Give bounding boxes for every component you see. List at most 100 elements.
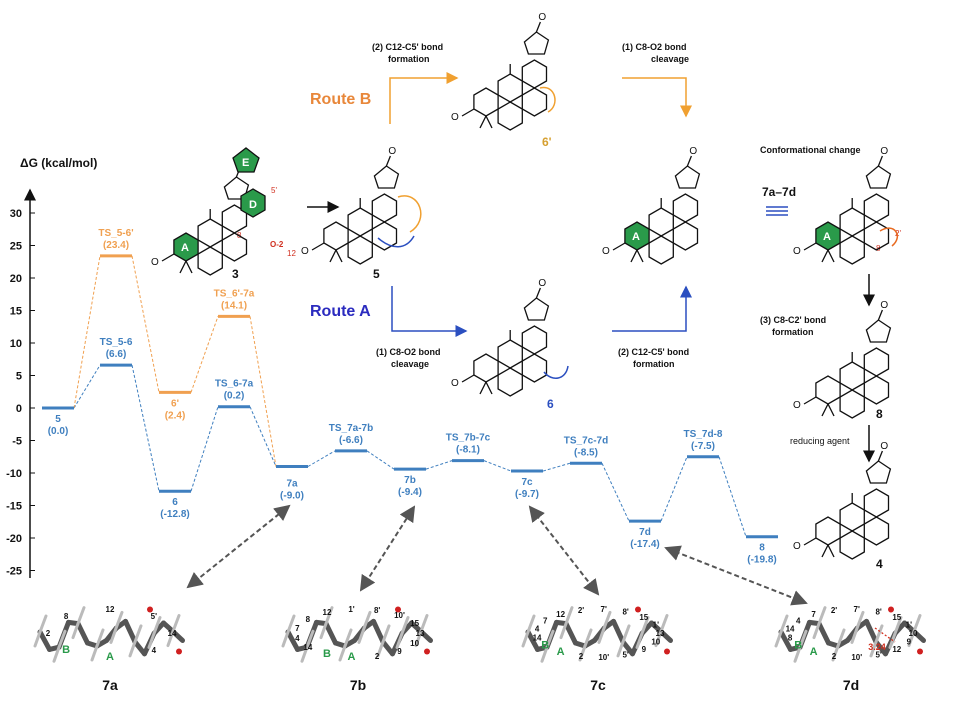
svg-text:12: 12: [106, 605, 115, 614]
level-value: (14.1): [221, 300, 247, 311]
svg-text:15: 15: [410, 619, 419, 628]
svg-text:D: D: [249, 199, 257, 211]
svg-text:O: O: [793, 400, 801, 411]
svg-text:8: 8: [306, 615, 311, 624]
svg-text:2: 2: [46, 629, 51, 638]
level-value: (-6.6): [339, 435, 363, 446]
step-b2: (1) C8-O2 bond: [622, 42, 687, 52]
svg-text:14: 14: [786, 625, 795, 634]
level-name: TS_7b-7c: [446, 433, 491, 444]
route-a-arrow-1: [391, 286, 468, 337]
dash-arrow-7a: [186, 504, 291, 589]
dash-arrow-7b: [359, 505, 416, 592]
svg-text:O: O: [793, 541, 801, 552]
level-name: TS_7c-7d: [564, 435, 608, 446]
level-name: TS_5-6': [98, 228, 133, 239]
connector: [73, 364, 101, 409]
svg-text:15: 15: [892, 613, 901, 622]
svg-text:2': 2': [831, 606, 837, 615]
step-3b: formation: [772, 327, 814, 337]
connector: [483, 460, 512, 472]
svg-text:O: O: [451, 378, 459, 389]
route-b-label: Route B: [310, 91, 371, 108]
level-name: TS_6'-7a: [214, 288, 255, 299]
structure-name: 7b: [350, 677, 366, 693]
y-tick-label: 25: [10, 241, 22, 253]
structure-name: 7c: [590, 677, 606, 693]
compound-3-label: 3: [232, 267, 239, 281]
compound-5: OO: [301, 146, 400, 265]
level-value: (-9.4): [398, 487, 422, 498]
svg-text:4: 4: [295, 634, 300, 643]
svg-text:O: O: [538, 278, 546, 289]
level-value: (-7.5): [691, 441, 715, 452]
level-value: (0.0): [48, 426, 69, 437]
svg-text:1': 1': [906, 620, 912, 629]
svg-text:B: B: [541, 640, 549, 652]
svg-text:2: 2: [579, 652, 584, 661]
svg-text:O: O: [689, 146, 697, 157]
energy-connectors: [73, 255, 747, 537]
y-tick-label: 5: [16, 371, 22, 383]
svg-text:A: A: [632, 231, 640, 243]
compound-4: OO: [793, 441, 892, 560]
svg-text:A: A: [181, 242, 189, 254]
svg-text:13: 13: [656, 629, 665, 638]
conformational-change: Conformational change: [760, 145, 861, 155]
svg-text:O: O: [301, 246, 309, 257]
connector: [366, 450, 395, 470]
level-value: (-8.1): [456, 445, 480, 456]
level-name: TS_6-7a: [215, 379, 254, 390]
y-tick-label: -15: [6, 501, 22, 513]
step-3: (3) C8-C2' bond: [760, 315, 826, 325]
svg-text:O-2: O-2: [270, 240, 284, 249]
svg-text:14: 14: [303, 643, 312, 652]
compound-7a-7d: OOA: [793, 146, 892, 265]
y-tick-label: -5: [12, 436, 22, 448]
svg-text:2': 2': [895, 229, 901, 238]
compound-6-label: 6: [547, 397, 554, 411]
dash-arrow-7c: [528, 505, 600, 596]
svg-text:A: A: [823, 231, 831, 243]
svg-text:2: 2: [375, 652, 380, 661]
connector: [307, 450, 336, 467]
level-name: 7a: [286, 479, 298, 490]
svg-text:5': 5': [622, 650, 628, 659]
svg-text:O: O: [880, 300, 888, 311]
svg-text:O: O: [451, 112, 459, 123]
svg-text:8': 8': [374, 606, 380, 615]
svg-text:14: 14: [533, 633, 542, 642]
step-a1: (1) C8-O2 bond: [376, 347, 441, 357]
y-tick-label: 20: [10, 273, 22, 285]
svg-text:4: 4: [535, 625, 540, 634]
level-value: (-12.8): [160, 509, 189, 520]
svg-text:14: 14: [168, 629, 177, 638]
step-b1b: formation: [388, 54, 430, 64]
level-name: 6': [171, 398, 179, 409]
molecule-sketches: OOADEOOOOOOOOAOOAOOOO: [151, 12, 898, 560]
svg-text:A: A: [810, 646, 818, 658]
svg-text:9: 9: [907, 638, 912, 647]
level-value: (-19.8): [747, 555, 776, 566]
scheme-text: Route B Route A (2) C12-C5' bond formati…: [232, 42, 901, 571]
connector: [718, 456, 747, 537]
connector: [190, 316, 219, 393]
svg-text:9: 9: [397, 647, 402, 656]
svg-text:12: 12: [287, 249, 296, 258]
svg-text:12: 12: [323, 608, 332, 617]
level-value: (6.6): [106, 349, 127, 360]
svg-text:5': 5': [271, 186, 277, 195]
level-name: 7b: [404, 475, 416, 486]
svg-text:2: 2: [832, 652, 837, 661]
svg-text:3.24: 3.24: [868, 642, 886, 652]
svg-text:2': 2': [578, 606, 584, 615]
level-name: 5: [55, 414, 61, 425]
svg-text:10': 10': [851, 653, 862, 662]
step-b2b: cleavage: [651, 54, 689, 64]
connector: [190, 406, 219, 492]
